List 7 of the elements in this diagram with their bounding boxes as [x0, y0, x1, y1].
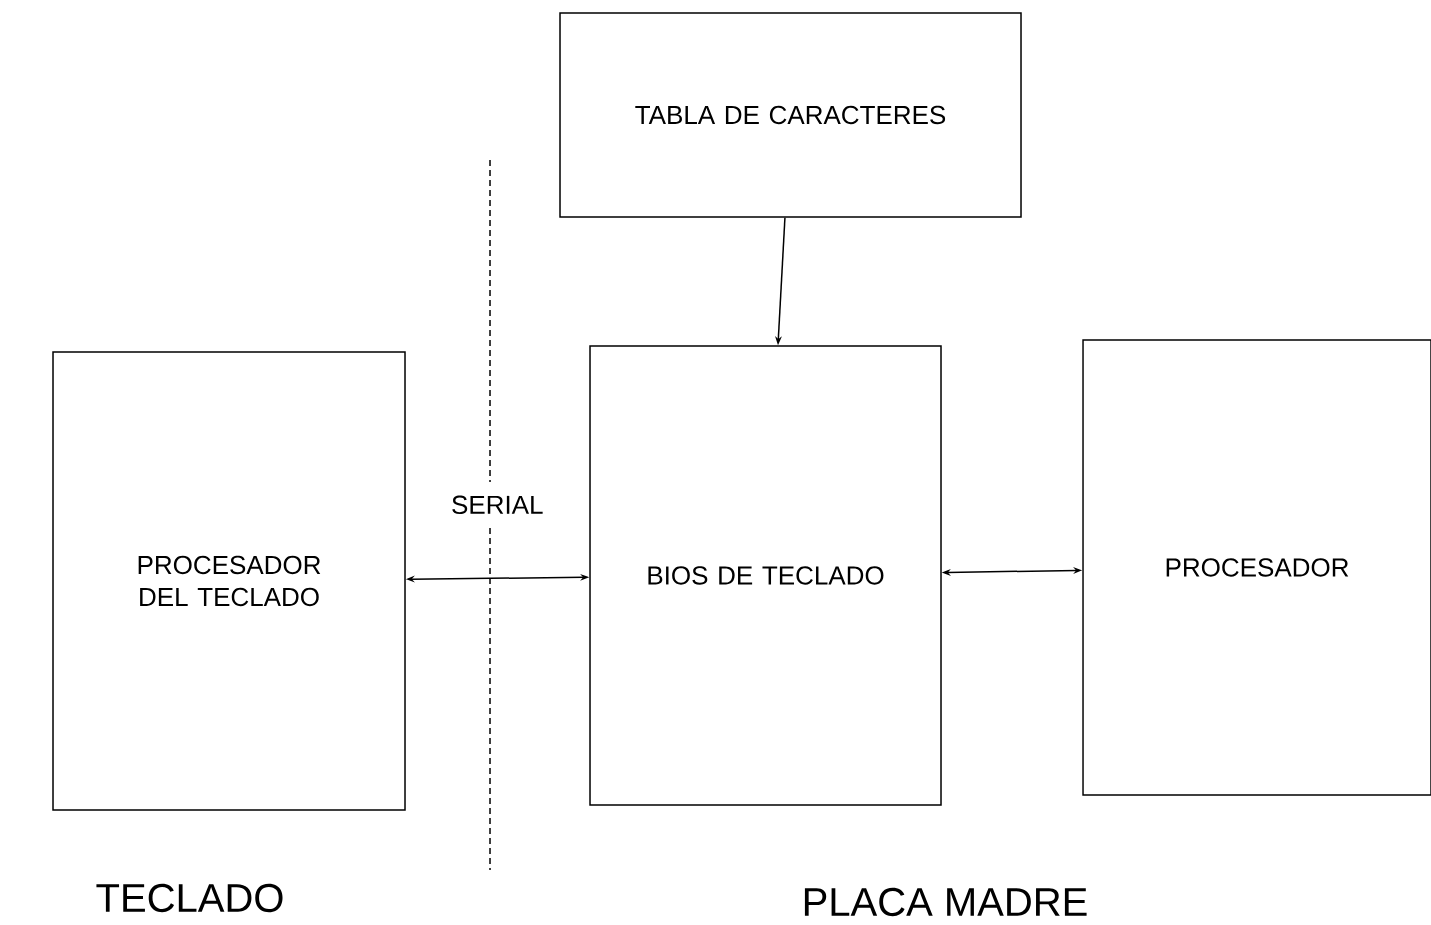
section-label: TECLADO	[96, 883, 283, 913]
edge-label: SERIAL	[452, 495, 543, 515]
section-label: PLACA MADRE	[804, 887, 1087, 917]
process-box: BIOS DE TECLADO	[589, 345, 942, 806]
process-box: PROCESADOR	[1082, 339, 1431, 796]
process-box: PROCESADOR DEL TECLADO	[52, 351, 406, 811]
process-box: TABLA DE CARACTERES	[559, 12, 1022, 218]
